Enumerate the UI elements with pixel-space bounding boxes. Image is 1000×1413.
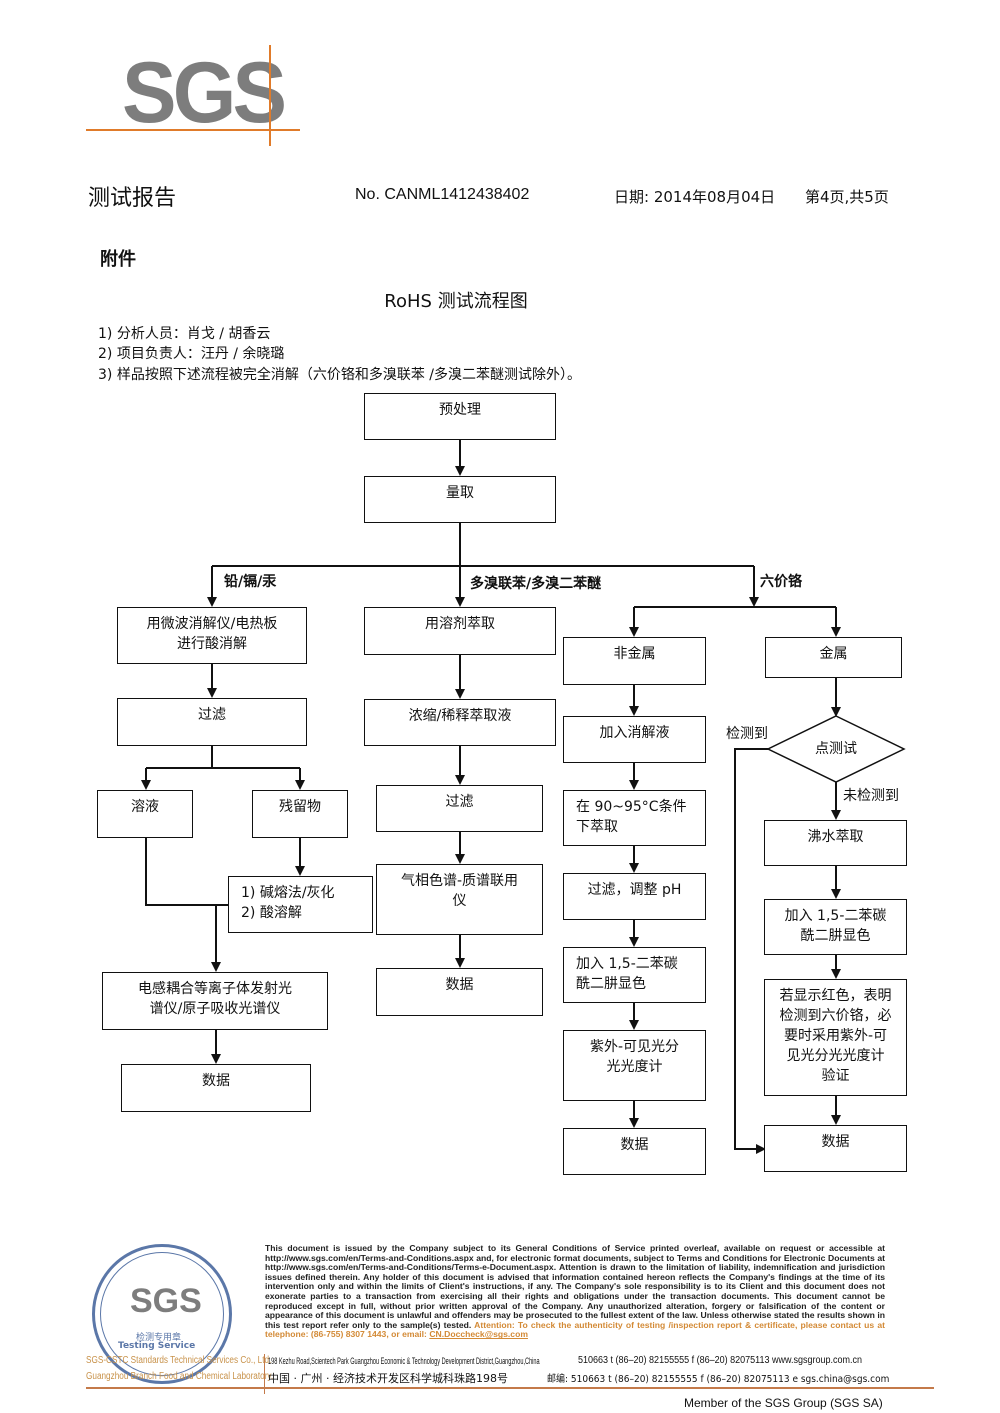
stamp-inner-ring	[100, 1252, 224, 1376]
attention-text: Attention: To check the authenticity of …	[265, 1319, 885, 1340]
box-pbb-filter: 过滤	[376, 785, 543, 832]
doccheck-email-link[interactable]: CN.Doccheck@sgs.com	[429, 1329, 528, 1340]
flowchart-title: RoHS 测试流程图	[384, 291, 528, 312]
box-metal: 金属	[765, 637, 902, 678]
legal-disclaimer: This document is issued by the Company s…	[265, 1243, 885, 1340]
box-verify: 若显示红色，表明 检测到六价铬，必 要时采用紫外-可 见光分光光度计 验证	[764, 979, 907, 1096]
box-pbb-data: 数据	[376, 968, 543, 1016]
label-heavy-metals: 铅/镉/汞	[224, 574, 277, 590]
testing-service-stamp	[92, 1244, 232, 1384]
box-m-color: 加入 1,5-二苯碳 酰二肼显色	[764, 899, 907, 955]
page-indicator: 第4页,共5页	[805, 188, 889, 206]
box-solution: 溶液	[97, 790, 193, 838]
annex-label: 附件	[100, 249, 136, 270]
authenticity-notice: Attention: To check the authenticity of …	[265, 1320, 885, 1340]
spot-test-diamond	[766, 715, 906, 783]
box-icp-aas: 电感耦合等离子体发射光 谱仪/原子吸收光谱仪	[102, 972, 328, 1030]
residue-step-2: 2) 酸溶解	[241, 905, 302, 921]
footer-divider	[86, 1387, 934, 1389]
company-lab: Guangzhou Branch Food and Chemical Labor…	[86, 1371, 274, 1382]
note-project-lead: 2) 项目负责人：汪丹 / 余晓璐	[98, 346, 285, 362]
box-residue-treatment: 1) 碱熔法/灰化 2) 酸溶解	[228, 876, 373, 933]
report-title: 测试报告	[88, 186, 177, 211]
address-en: 198 Kezhu Road,Scientech Park Guangzhou …	[268, 1356, 540, 1366]
logo-accent-vertical	[269, 45, 271, 146]
contact-cn: 邮编: 510663 t (86–20) 82155555 f (86–20) …	[547, 1374, 890, 1385]
box-hm-data: 数据	[121, 1064, 311, 1112]
note-digestion: 3) 样品按照下述流程被完全消解（六价铬和多溴联苯 /多溴二苯醚测试除外）。	[98, 367, 581, 383]
box-hot-extract: 在 90~95°C条件 下萃取	[563, 790, 706, 846]
label-detected: 检测到	[726, 726, 768, 742]
stamp-cn-text: 检测专用章	[136, 1333, 182, 1343]
sgs-logo: SGS	[122, 45, 287, 141]
box-residue: 残留物	[252, 790, 348, 838]
address-cn: 中国 · 广州 · 经济技术开发区科学城科珠路198号	[268, 1372, 508, 1385]
disclaimer-text: This document is issued by the Company s…	[265, 1243, 885, 1330]
contact-en: 510663 t (86–20) 82155555 f (86–20) 8207…	[578, 1355, 863, 1366]
stamp-en-text: Testing Service	[118, 1341, 196, 1351]
box-acid-digestion: 用微波消解仪/电热板 进行酸消解	[117, 607, 307, 664]
footer-divider-vertical	[264, 1354, 265, 1394]
logo-accent-horizontal	[86, 129, 300, 131]
label-cr6: 六价铬	[760, 574, 802, 590]
box-add-digest: 加入消解液	[563, 716, 706, 763]
report-date: 日期: 2014年08月04日	[614, 188, 776, 206]
note-analysts: 1) 分析人员：肖戈 / 胡香云	[98, 326, 271, 342]
box-filter-ph: 过滤，调整 pH	[563, 873, 706, 920]
report-number: No. CANML1412438402	[355, 186, 530, 203]
box-nm-data: 数据	[563, 1128, 706, 1175]
box-boil-extract: 沸水萃取	[764, 820, 907, 866]
residue-step-1: 1) 碱熔法/灰化	[241, 885, 335, 901]
box-nonmetal: 非金属	[563, 637, 706, 685]
spot-test-label: 点测试	[815, 741, 857, 757]
box-pretreatment: 预处理	[364, 393, 556, 440]
box-gcms: 气相色谱-质谱联用 仪	[376, 864, 543, 935]
label-not-detected: 未检测到	[843, 788, 899, 804]
box-uv-vis: 紫外-可见光分 光光度计	[563, 1030, 706, 1101]
stamp-logo: SGS	[130, 1282, 202, 1320]
box-m-data: 数据	[764, 1125, 907, 1172]
member-statement: Member of the SGS Group (SGS SA)	[684, 1396, 883, 1410]
box-concentrate: 浓缩/稀释萃取液	[364, 699, 556, 746]
box-solvent-extract: 用溶剂萃取	[364, 607, 556, 655]
company-name: SGS-CSTC Standards Technical Services Co…	[86, 1355, 272, 1366]
box-hm-filter: 过滤	[117, 698, 307, 746]
label-pbb-pbde: 多溴联苯/多溴二苯醚	[470, 576, 602, 592]
box-nm-color: 加入 1,5-二苯碳 酰二肼显色	[563, 947, 706, 1003]
box-measure: 量取	[364, 476, 556, 523]
